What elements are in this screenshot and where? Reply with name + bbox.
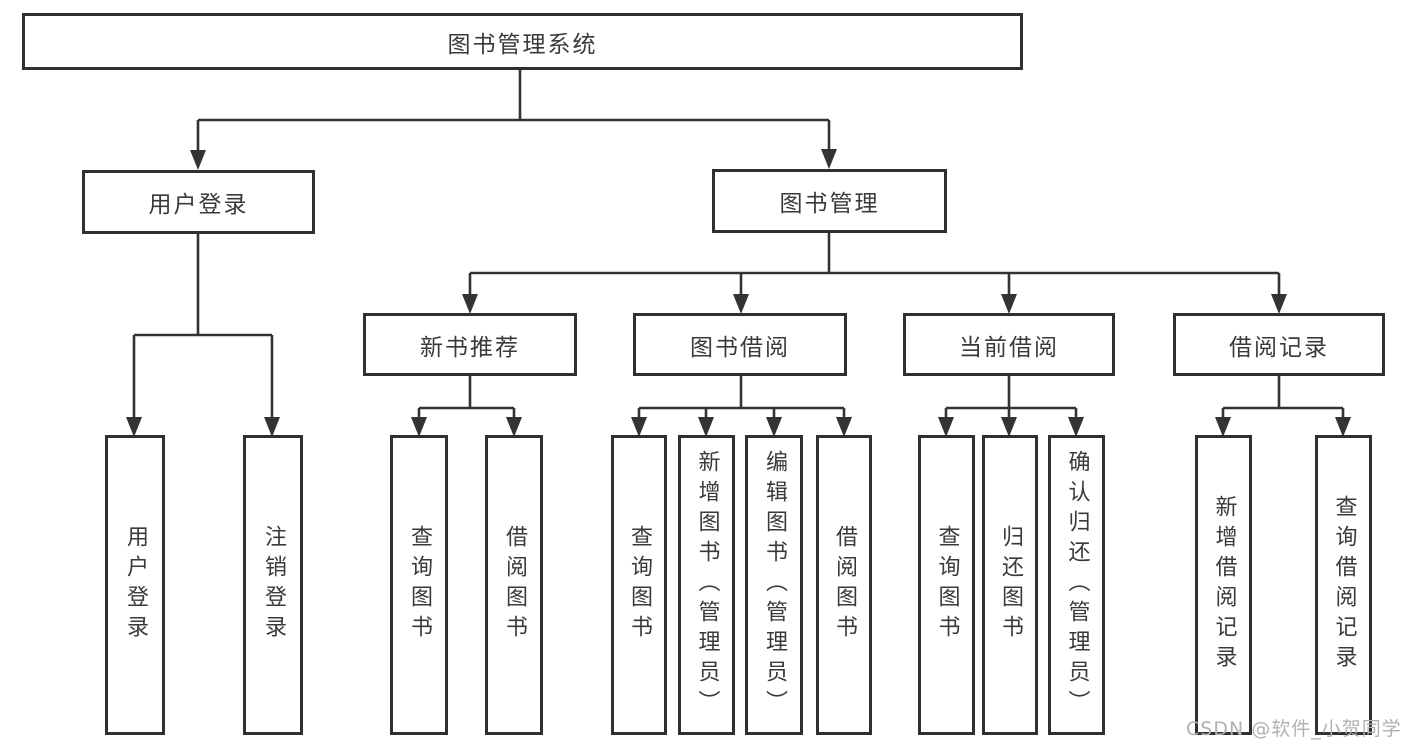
leaf-query-books-recommend: 查询图书 bbox=[390, 435, 448, 735]
connector-book-borrow bbox=[637, 376, 846, 427]
leaf-borrow-books: 借阅图书 bbox=[816, 435, 872, 735]
node-current-borrow-label: 当前借阅 bbox=[959, 334, 1059, 361]
connector-current-borrow bbox=[944, 376, 1078, 427]
node-root: 图书管理系统 bbox=[22, 13, 1023, 70]
leaf-query-books-borrow-label: 查询图书 bbox=[627, 525, 652, 645]
connector-root bbox=[196, 70, 831, 160]
connector-user-login bbox=[132, 233, 274, 427]
connector-new-book-recommend-arrows bbox=[411, 417, 522, 437]
leaf-confirm-return-admin-label: 确认归还（管理员） bbox=[1064, 450, 1090, 720]
node-new-book-recommend: 新书推荐 bbox=[363, 313, 577, 376]
node-root-label: 图书管理系统 bbox=[447, 31, 598, 58]
leaf-query-books-borrow: 查询图书 bbox=[611, 435, 667, 735]
node-user-login-label: 用户登录 bbox=[148, 192, 249, 218]
leaf-user-login-label: 用户登录 bbox=[123, 525, 148, 645]
leaf-query-books-recommend-label: 查询图书 bbox=[407, 525, 432, 645]
leaf-query-borrow-record: 查询借阅记录 bbox=[1315, 435, 1372, 735]
leaf-logout-label: 注销登录 bbox=[261, 525, 286, 645]
watermark-text: CSDN @软件_小贺同学 bbox=[1186, 718, 1402, 740]
leaf-logout: 注销登录 bbox=[243, 435, 303, 735]
connector-new-book-recommend bbox=[417, 376, 516, 427]
leaf-add-book-admin-label: 新增图书（管理员） bbox=[694, 450, 720, 720]
node-current-borrow: 当前借阅 bbox=[903, 313, 1115, 376]
leaf-query-books-current: 查询图书 bbox=[918, 435, 975, 735]
node-user-login: 用户登录 bbox=[82, 170, 315, 234]
leaf-query-borrow-record-label: 查询借阅记录 bbox=[1331, 495, 1357, 675]
leaf-borrow-books-recommend-label: 借阅图书 bbox=[502, 525, 527, 645]
leaf-query-books-current-label: 查询图书 bbox=[934, 525, 960, 645]
node-book-borrow-label: 图书借阅 bbox=[690, 334, 790, 361]
connector-borrow-records-arrows bbox=[1215, 417, 1351, 437]
connector-current-borrow-arrows bbox=[938, 417, 1084, 437]
node-book-management: 图书管理 bbox=[712, 169, 947, 233]
connector-book-management-arrows bbox=[462, 294, 1287, 314]
connector-borrow-records bbox=[1221, 376, 1345, 427]
node-book-borrow: 图书借阅 bbox=[633, 313, 847, 376]
connector-book-borrow-arrows bbox=[631, 417, 852, 437]
connector-root-arrows bbox=[190, 149, 837, 170]
node-borrow-records: 借阅记录 bbox=[1173, 313, 1385, 376]
node-book-management-label: 图书管理 bbox=[779, 191, 880, 217]
leaf-user-login: 用户登录 bbox=[105, 435, 165, 735]
leaf-edit-book-admin: 编辑图书（管理员） bbox=[745, 435, 803, 735]
node-borrow-records-label: 借阅记录 bbox=[1229, 334, 1329, 361]
leaf-return-book-label: 归还图书 bbox=[998, 525, 1023, 645]
node-new-book-recommend-label: 新书推荐 bbox=[420, 334, 520, 361]
leaf-borrow-books-recommend: 借阅图书 bbox=[485, 435, 543, 735]
leaf-add-borrow-record-label: 新增借阅记录 bbox=[1211, 495, 1237, 675]
leaf-edit-book-admin-label: 编辑图书（管理员） bbox=[762, 450, 787, 720]
leaf-borrow-books-label: 借阅图书 bbox=[832, 525, 857, 645]
connector-book-management bbox=[468, 232, 1281, 304]
leaf-add-book-admin: 新增图书（管理员） bbox=[678, 435, 735, 735]
leaf-return-book: 归还图书 bbox=[982, 435, 1038, 735]
connector-user-login-arrows bbox=[126, 417, 280, 437]
leaf-confirm-return-admin: 确认归还（管理员） bbox=[1048, 435, 1105, 735]
leaf-add-borrow-record: 新增借阅记录 bbox=[1195, 435, 1252, 735]
